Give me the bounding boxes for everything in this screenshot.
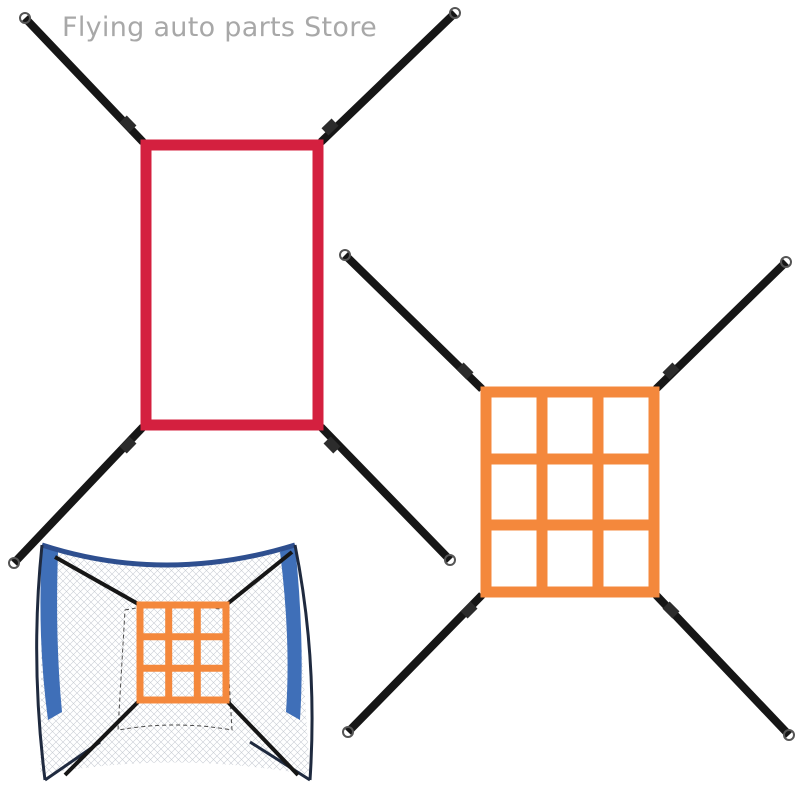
net-frame-pole-left [35, 544, 47, 781]
buckle-icon [662, 362, 680, 380]
clip-hook-icon [449, 7, 461, 19]
net-target-straps [54, 550, 300, 777]
strap-bottom-right [318, 424, 453, 563]
orange-target-group [339, 249, 795, 741]
clip-hook-icon [19, 12, 31, 24]
buckle-icon [323, 436, 341, 454]
clip-hook-icon [780, 256, 792, 268]
strap-bottom-left [345, 592, 485, 735]
store-watermark: Flying auto parts Store [62, 12, 377, 43]
net-frame-top [41, 542, 296, 568]
clip-hook-icon [783, 729, 795, 741]
orange-grid-frame [480, 386, 660, 598]
clip-hook-icon [339, 249, 351, 261]
red-target-straps [8, 7, 461, 569]
net-frame-pole-right [293, 544, 314, 781]
buckle-icon [119, 115, 137, 133]
clip-hook-icon [8, 557, 20, 569]
buckle-icon [460, 601, 478, 619]
strap-top-right [318, 10, 458, 145]
net-base-leg [249, 740, 311, 782]
strap-bottom-right [653, 592, 792, 738]
net-mesh [40, 545, 310, 775]
clip-hook-icon [342, 726, 354, 738]
buckle-icon [321, 118, 339, 136]
strap-bottom-left [11, 424, 146, 566]
red-target-group [8, 7, 461, 569]
red-rectangle-frame [140, 139, 324, 431]
net-inner-pocket [117, 604, 233, 731]
clip-hook-icon [444, 554, 456, 566]
strap-top-left [342, 252, 485, 392]
buckle-icon [119, 436, 137, 454]
buckle-icon [662, 601, 680, 619]
net-orange-target [136, 601, 230, 704]
net-side-panel-left [40, 545, 62, 720]
net-inset-group [35, 542, 314, 782]
buckle-icon [456, 362, 474, 380]
net-side-panel-right [280, 545, 302, 720]
orange-target-straps [339, 249, 795, 741]
